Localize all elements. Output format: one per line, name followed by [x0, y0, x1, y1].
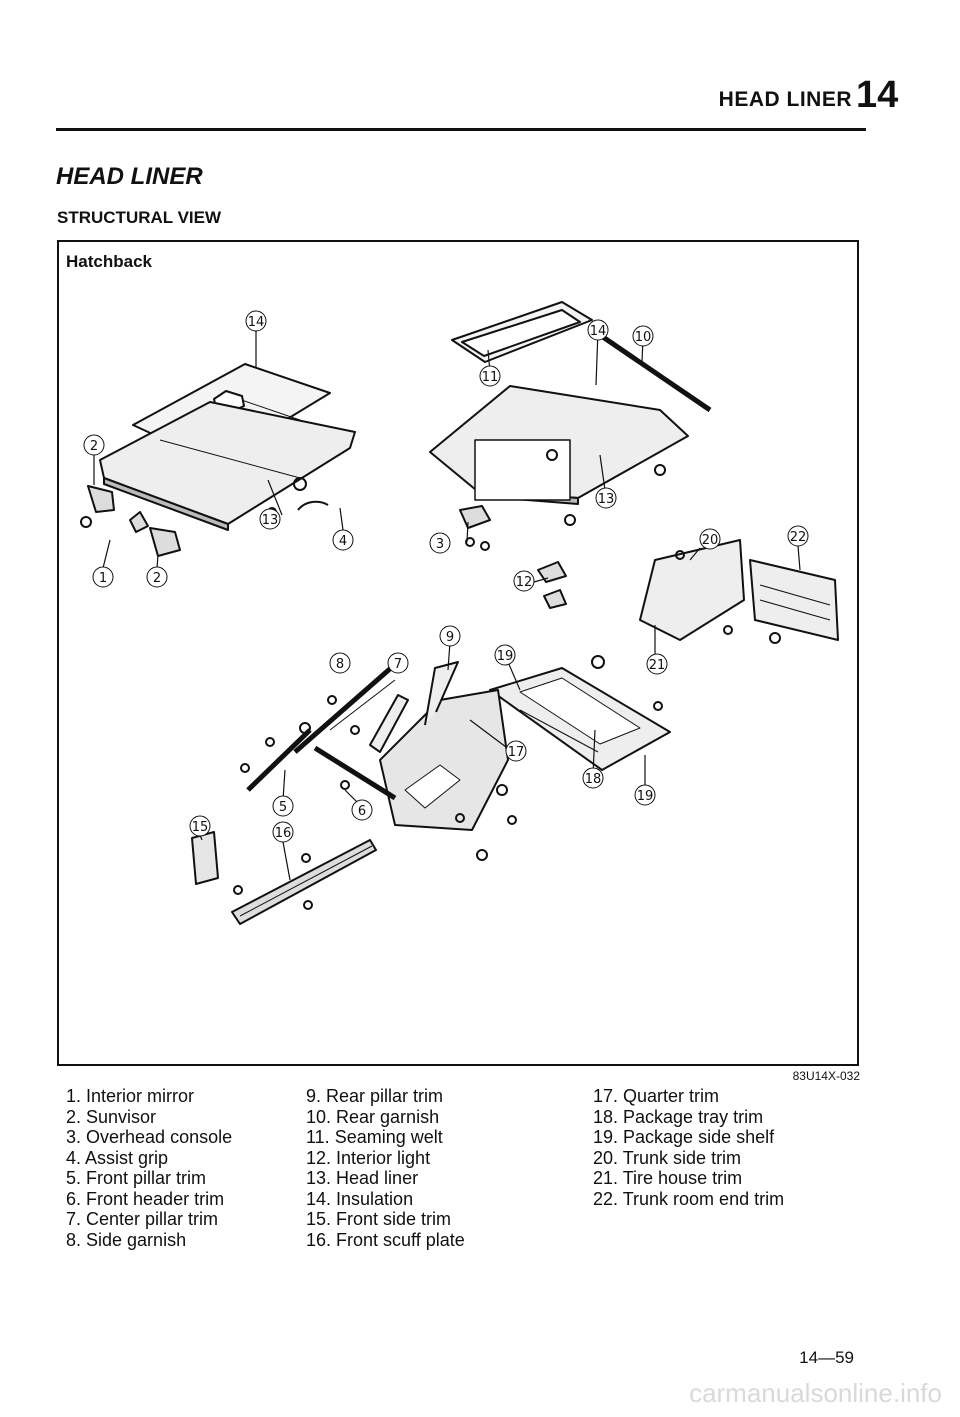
legend-item: 19. Package side shelf — [593, 1127, 775, 1147]
callout-5: 5 — [272, 795, 294, 817]
svg-text:1: 1 — [99, 571, 107, 586]
callout-13b: 13 — [595, 487, 617, 509]
quarter-trim — [379, 661, 517, 861]
callout-8: 8 — [329, 652, 351, 674]
callout-10: 10 — [632, 325, 654, 347]
legend-column-2: 9. Rear pillar trim 10. Rear garnish 11.… — [306, 1086, 465, 1250]
callout-2a: 2 — [83, 434, 105, 456]
section-title: HEAD LINER — [56, 163, 203, 190]
legend-item: 11. Seaming welt — [306, 1127, 443, 1147]
callout-22: 22 — [787, 525, 809, 547]
header-title: HEAD LINER — [718, 88, 852, 111]
callout-2b: 2 — [146, 566, 168, 588]
svg-text:19: 19 — [497, 649, 514, 664]
callout-12: 12 — [513, 570, 535, 592]
svg-text:3: 3 — [436, 537, 444, 552]
variant-label: Hatchback — [66, 252, 152, 271]
callout-16: 16 — [272, 821, 294, 843]
svg-text:6: 6 — [358, 804, 366, 819]
svg-text:12: 12 — [516, 575, 533, 590]
svg-text:13: 13 — [262, 513, 279, 528]
watermark: carmanualsonline.info — [689, 1378, 942, 1408]
page-number: 14—59 — [799, 1348, 854, 1367]
callout-15: 15 — [189, 815, 211, 837]
head-liner-right — [429, 301, 712, 505]
trunk-trims — [639, 539, 839, 644]
legend-item: 1. Interior mirror — [66, 1086, 195, 1106]
callout-9: 9 — [439, 625, 461, 647]
exploded-view-diagram: 14 2 1 2 13 4 11 14 10 13 3 12 20 22 21 … — [80, 301, 839, 925]
left-small-parts — [80, 477, 329, 557]
header-rule — [56, 128, 866, 131]
legend-item: 18. Package tray trim — [593, 1106, 764, 1127]
legend-item: 20. Trunk side trim — [593, 1147, 742, 1168]
legend-item: 8. Side garnish — [66, 1229, 187, 1250]
scuff-plate — [191, 831, 377, 925]
svg-text:13: 13 — [598, 492, 615, 507]
svg-text:5: 5 — [279, 800, 287, 815]
svg-text:8: 8 — [336, 657, 344, 672]
svg-text:14: 14 — [590, 324, 607, 339]
legend-item: 13. Head liner — [306, 1168, 419, 1188]
callout-17: 17 — [505, 740, 527, 762]
legend-column-3: 17. Quarter trim 18. Package tray trim 1… — [593, 1086, 784, 1209]
callout-21: 21 — [646, 653, 668, 675]
svg-text:14: 14 — [248, 315, 265, 330]
callouts: 14 2 1 2 13 4 11 14 10 13 3 12 20 22 21 … — [83, 310, 809, 843]
legend-item: 4. Assist grip — [66, 1147, 169, 1168]
legend-item: 14. Insulation — [306, 1188, 414, 1209]
legend-item: 5. Front pillar trim — [66, 1168, 207, 1188]
svg-text:9: 9 — [446, 630, 454, 645]
svg-text:22: 22 — [790, 530, 807, 545]
legend-item: 10. Rear garnish — [306, 1106, 440, 1127]
svg-text:18: 18 — [585, 772, 602, 787]
pillar-trims — [240, 658, 409, 801]
svg-text:15: 15 — [192, 820, 209, 835]
chapter-number: 14 — [856, 74, 899, 116]
subsection-title: STRUCTURAL VIEW — [57, 208, 222, 227]
legend-item: 16. Front scuff plate — [306, 1229, 465, 1250]
svg-text:7: 7 — [394, 657, 402, 672]
callout-3: 3 — [429, 532, 451, 554]
legend-item: 17. Quarter trim — [593, 1086, 720, 1106]
package-tray — [489, 655, 671, 771]
callout-6: 6 — [351, 799, 373, 821]
callout-1: 1 — [92, 566, 114, 588]
diagram-frame — [57, 240, 859, 1066]
svg-text:17: 17 — [508, 745, 525, 760]
svg-text:20: 20 — [702, 533, 719, 548]
legend-item: 2. Sunvisor — [66, 1106, 157, 1127]
callout-14b: 14 — [587, 319, 609, 341]
legend-column-1: 1. Interior mirror 2. Sunvisor 3. Overhe… — [66, 1086, 232, 1250]
console-and-light-parts — [459, 505, 576, 609]
legend-item: 12. Interior light — [306, 1147, 431, 1168]
legend-item: 3. Overhead console — [66, 1127, 233, 1147]
callout-19a: 19 — [494, 644, 516, 666]
svg-text:19: 19 — [637, 789, 654, 804]
callout-18: 18 — [582, 767, 604, 789]
legend-item: 7. Center pillar trim — [66, 1209, 219, 1229]
callout-7: 7 — [387, 652, 409, 674]
svg-text:10: 10 — [635, 330, 652, 345]
callout-19b: 19 — [634, 784, 656, 806]
legend-item: 6. Front header trim — [66, 1188, 225, 1209]
svg-text:2: 2 — [153, 571, 161, 586]
svg-text:16: 16 — [275, 826, 292, 841]
legend-item: 9. Rear pillar trim — [306, 1086, 444, 1106]
svg-text:2: 2 — [90, 439, 98, 454]
legend-item: 21. Tire house trim — [593, 1168, 743, 1188]
svg-text:21: 21 — [649, 658, 666, 673]
callout-14a: 14 — [245, 310, 267, 332]
callout-11: 11 — [479, 365, 501, 387]
legend-item: 22. Trunk room end trim — [593, 1188, 785, 1209]
svg-text:11: 11 — [482, 370, 499, 385]
head-liner-left — [99, 363, 356, 531]
callout-20: 20 — [699, 528, 721, 550]
callout-4: 4 — [332, 529, 354, 551]
svg-text:4: 4 — [339, 534, 347, 549]
callout-13a: 13 — [259, 508, 281, 530]
figure-code: 83U14X-032 — [792, 1069, 860, 1083]
legend-item: 15. Front side trim — [306, 1209, 452, 1229]
